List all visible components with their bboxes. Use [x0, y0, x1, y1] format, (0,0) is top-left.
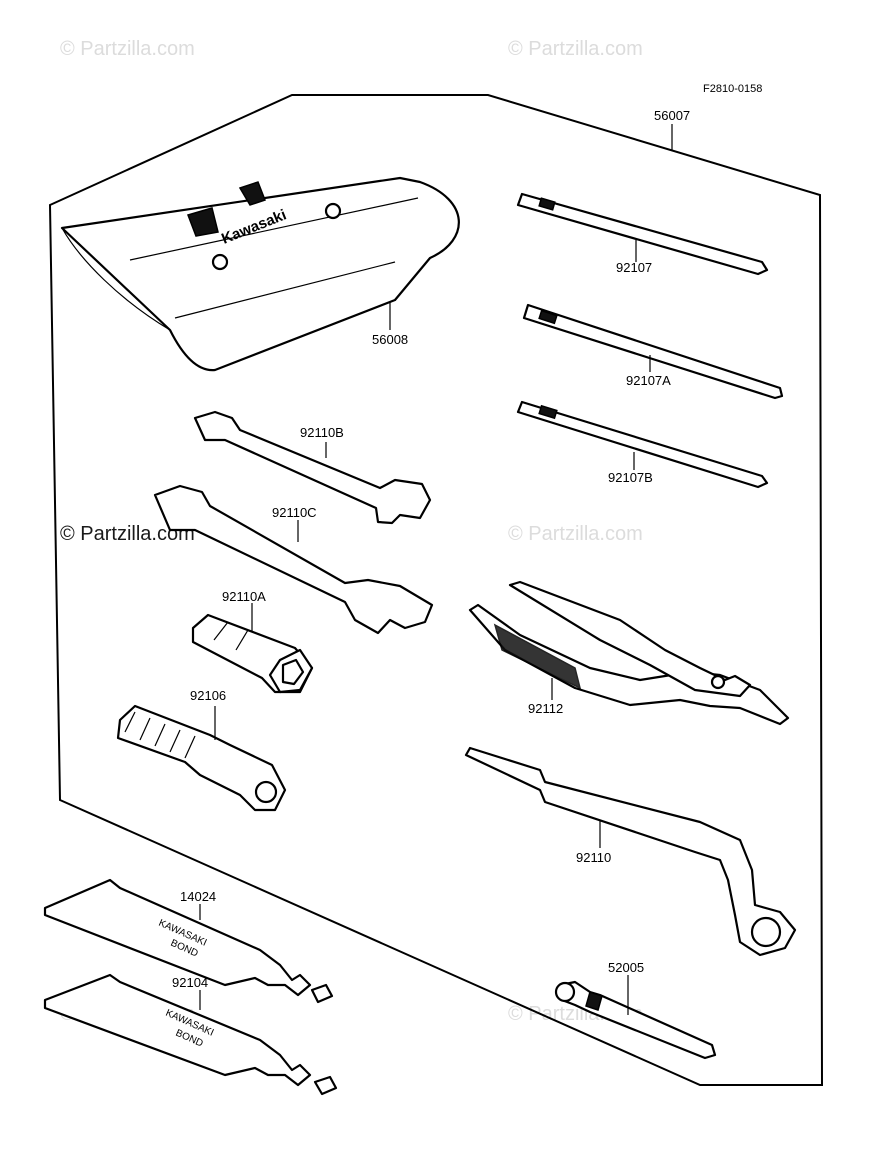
- watermark-4: © Partzilla.com: [60, 523, 195, 545]
- screwdriver-92107A: [522, 303, 784, 400]
- wrench-92110C: [153, 484, 434, 635]
- watermark-1: © Partzilla.com: [60, 38, 195, 60]
- watermark-2: © Partzilla.com: [508, 38, 643, 60]
- label-92107A: 92107A: [626, 373, 671, 388]
- pliers-92112: [468, 580, 790, 726]
- spark-plug-wrench-92110A: [191, 613, 314, 694]
- label-56007: 56007: [654, 108, 690, 123]
- screwdriver-92107: [516, 192, 769, 276]
- label-92107: 92107: [616, 260, 652, 275]
- label-56008: 56008: [372, 332, 408, 347]
- tool-pouch: Kawasaki: [60, 176, 460, 372]
- label-92110: 92110: [576, 850, 611, 865]
- wrench-92110B: [193, 410, 432, 525]
- label-92106: 92106: [190, 688, 226, 703]
- tool-kit-outline: [48, 94, 824, 1086]
- label-52005: 52005: [608, 960, 644, 975]
- label-92107B: 92107B: [608, 470, 653, 485]
- label-92112: 92112: [528, 701, 563, 716]
- driver-handle-92106: [116, 704, 287, 812]
- ring-wrench-92110: [464, 746, 797, 957]
- label-92104: 92104: [172, 975, 208, 990]
- spoke-wrench-52005: [554, 980, 717, 1060]
- bond-tube-14024: KAWASAKI BOND: [43, 878, 334, 1004]
- watermark-3: © Partzilla.com: [508, 523, 643, 545]
- screwdriver-92107B: [516, 400, 769, 489]
- label-92110C: 92110C: [272, 505, 317, 520]
- figure-reference: F2810-0158: [703, 83, 762, 95]
- label-14024: 14024: [180, 889, 216, 904]
- label-92110A: 92110A: [222, 589, 266, 604]
- label-92110B: 92110B: [300, 425, 344, 440]
- bond-tube-92104: KAWASAKI BOND: [43, 973, 338, 1096]
